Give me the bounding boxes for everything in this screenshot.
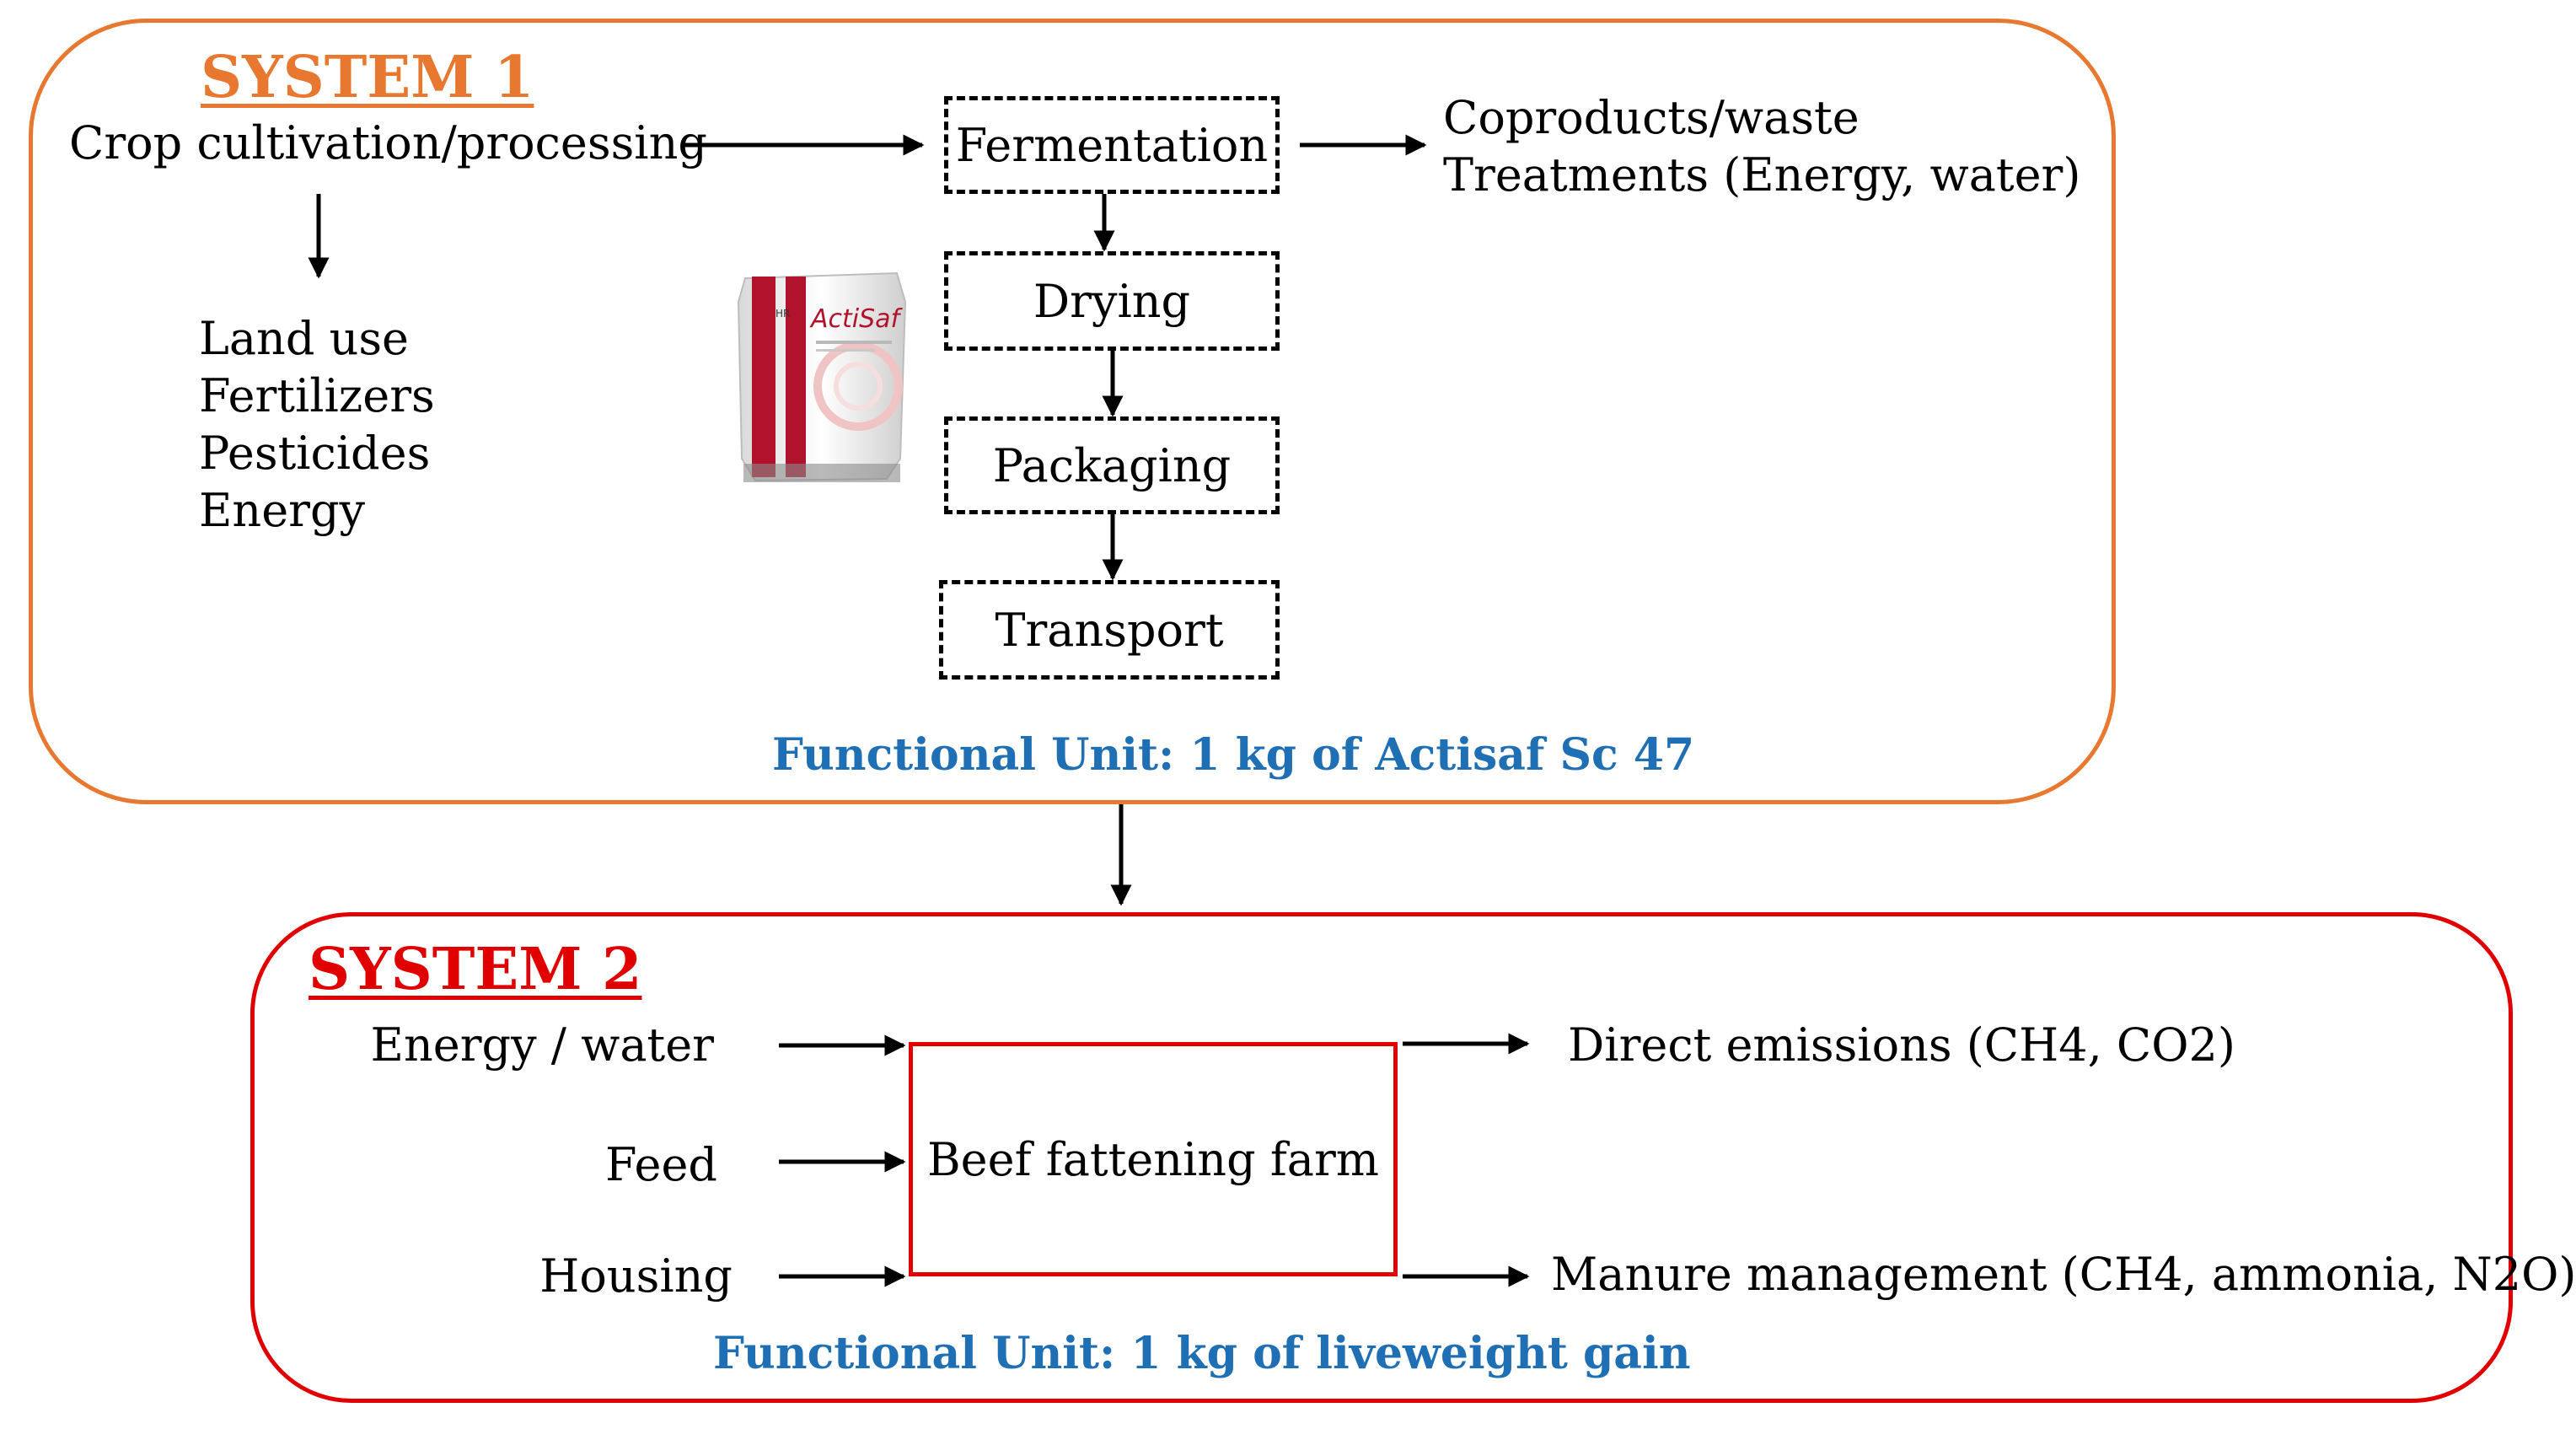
input-housing: Housing [539,1249,733,1303]
system2-functional-unit: Functional Unit: 1 kg of liveweight gain [713,1328,1691,1379]
input-feed: Feed [605,1138,717,1191]
bag-brand-label: ActiSaf [809,304,904,334]
system2-container [250,912,2513,1403]
system1-outputs: Coproducts/waste Treatments (Energy, wat… [1443,89,2080,204]
system1-functional-unit: Functional Unit: 1 kg of Actisaf Sc 47 [772,729,1695,781]
step-transport: Transport [939,580,1280,680]
output-treatments: Treatments (Energy, water) [1443,148,2081,201]
beef-fattening-farm-box: Beef fattening farm [909,1042,1398,1276]
system1-title: SYSTEM 1 [201,44,534,111]
step-packaging: Packaging [944,416,1280,514]
input-fertilizers: Fertilizers [199,369,435,422]
input-land-use: Land use [199,312,410,365]
bag-brand-prefix: HR [775,308,790,320]
step-fermentation: Fermentation [944,96,1280,194]
output-manure-management: Manure management (CH4, ammonia, N2O) [1551,1248,2576,1301]
step-drying: Drying [944,251,1280,351]
output-direct-emissions: Direct emissions (CH4, CO2) [1568,1018,2235,1072]
crop-cultivation-label: Crop cultivation/processing [69,116,707,169]
system2-title: SYSTEM 2 [309,936,642,1003]
system1-container [29,19,2116,804]
system1-inputs-list: Land use Fertilizers Pesticides Energy [199,310,435,540]
input-pesticides: Pesticides [199,427,431,480]
input-energy: Energy [199,484,366,537]
output-coproducts: Coproducts/waste [1443,91,1860,144]
input-energy-water: Energy / water [370,1018,714,1072]
product-bag-icon: ActiSaf HR [737,271,907,482]
